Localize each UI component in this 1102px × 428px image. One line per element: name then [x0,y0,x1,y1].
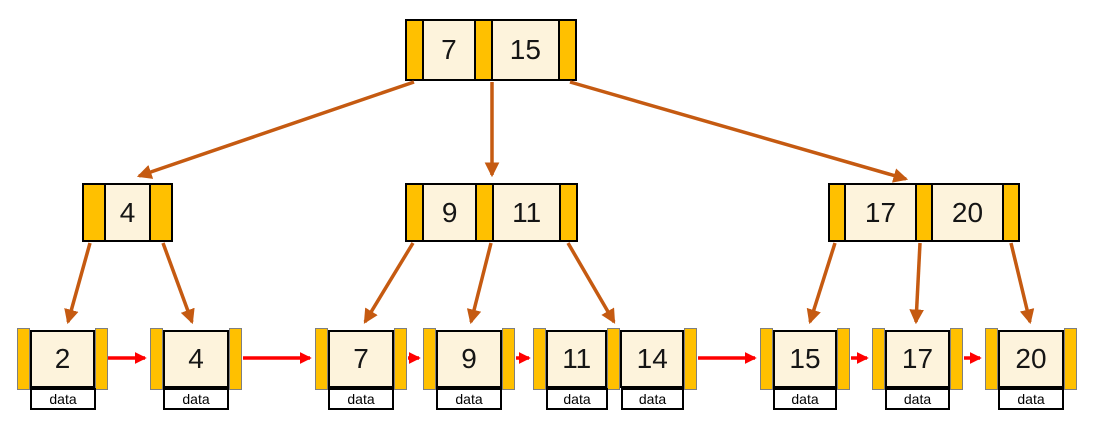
edge-node-9-11-to-leaf-7 [363,242,415,324]
data-box-4: data [163,388,229,410]
leaf-node-11-14: 11 14 [533,328,698,390]
node-9-11-key-1: 11 [492,185,561,240]
root-node: 7 15 [405,19,577,81]
node-9-11-pointer-left [407,185,422,240]
leaf-node-2: 2 [17,328,108,390]
edge-root-to-node-4 [136,80,415,179]
edge-node-4-to-leaf-2 [64,242,92,325]
leaf-15-pointer-right [837,328,850,390]
edge-node-9-11-to-leaf-11-14 [566,242,616,324]
node-17-20-pointer-left [830,185,844,240]
leaf-11-14-key-0: 11 [546,330,608,388]
leaf-9-pointer-left [423,328,436,390]
internal-node-17-20: 17 20 [828,183,1020,242]
leaf-9-key-0: 9 [436,330,502,388]
node-4-key-0: 4 [104,185,151,240]
data-box-11: data [546,388,608,410]
node-4-pointer-left [84,185,104,240]
internal-node-4: 4 [82,183,173,242]
data-box-7: data [328,388,394,410]
node-9-11-pointer-middle [477,185,493,240]
leaf-17-key-0: 17 [885,330,950,388]
node-17-20-pointer-middle [917,185,931,240]
data-box-14: data [621,388,684,410]
leaf-11-14-pointer-left [533,328,546,390]
leaf-node-15: 15 [760,328,850,390]
edge-node-17-20-to-leaf-15 [806,242,837,325]
leaf-17-pointer-right [950,328,963,390]
edge-node-4-to-leaf-4 [161,242,195,325]
leaf-15-pointer-left [760,328,773,390]
leaf-20-pointer-left [985,328,998,390]
leaf-2-pointer-right [95,328,108,390]
leaf-node-20: 20 [985,328,1077,390]
node-17-20-key-0: 17 [844,185,917,240]
leaf-node-9: 9 [423,328,515,390]
node-9-11-key-0: 9 [422,185,478,240]
root-key-1: 15 [490,21,561,79]
leaf-11-14-pointer-right [684,328,698,390]
leaf-17-pointer-left [872,328,885,390]
leaf-4-pointer-left [150,328,163,390]
edge-node-17-20-to-leaf-20 [1009,242,1035,325]
edge-node-9-11-to-leaf-9 [466,242,493,325]
edge-root-to-node-17-20 [569,80,909,183]
leaf-7-pointer-right [394,328,407,390]
data-box-2: data [30,388,96,410]
root-key-0: 7 [422,21,476,79]
leaf-20-pointer-right [1064,328,1077,390]
root-pointer-left [407,21,422,79]
node-4-pointer-right [151,185,171,240]
root-pointer-middle [475,21,491,79]
leaf-15-key-0: 15 [773,330,837,388]
leaf-11-14-pointer-middle [607,328,621,390]
leaf-9-pointer-right [502,328,515,390]
leaf-4-pointer-right [229,328,242,390]
leaf-node-17: 17 [872,328,963,390]
edge-node-17-20-to-leaf-17 [909,242,924,325]
node-9-11-pointer-right [561,185,576,240]
leaf-node-4: 4 [150,328,242,390]
leaf-node-7: 7 [315,328,407,390]
node-17-20-key-1: 20 [931,185,1004,240]
data-box-9: data [436,388,502,410]
leaf-4-key-0: 4 [163,330,229,388]
data-box-20: data [998,388,1064,410]
data-box-17: data [885,388,950,410]
root-pointer-right [560,21,576,79]
leaf-7-key-0: 7 [328,330,394,388]
leaf-11-14-key-1: 14 [620,330,685,388]
internal-node-9-11: 9 11 [405,183,578,242]
node-17-20-pointer-right [1004,185,1018,240]
leaf-2-key-0: 2 [30,330,95,388]
data-box-15: data [773,388,837,410]
leaf-2-pointer-left [17,328,30,390]
leaf-20-key-0: 20 [998,330,1064,388]
leaf-7-pointer-left [315,328,328,390]
